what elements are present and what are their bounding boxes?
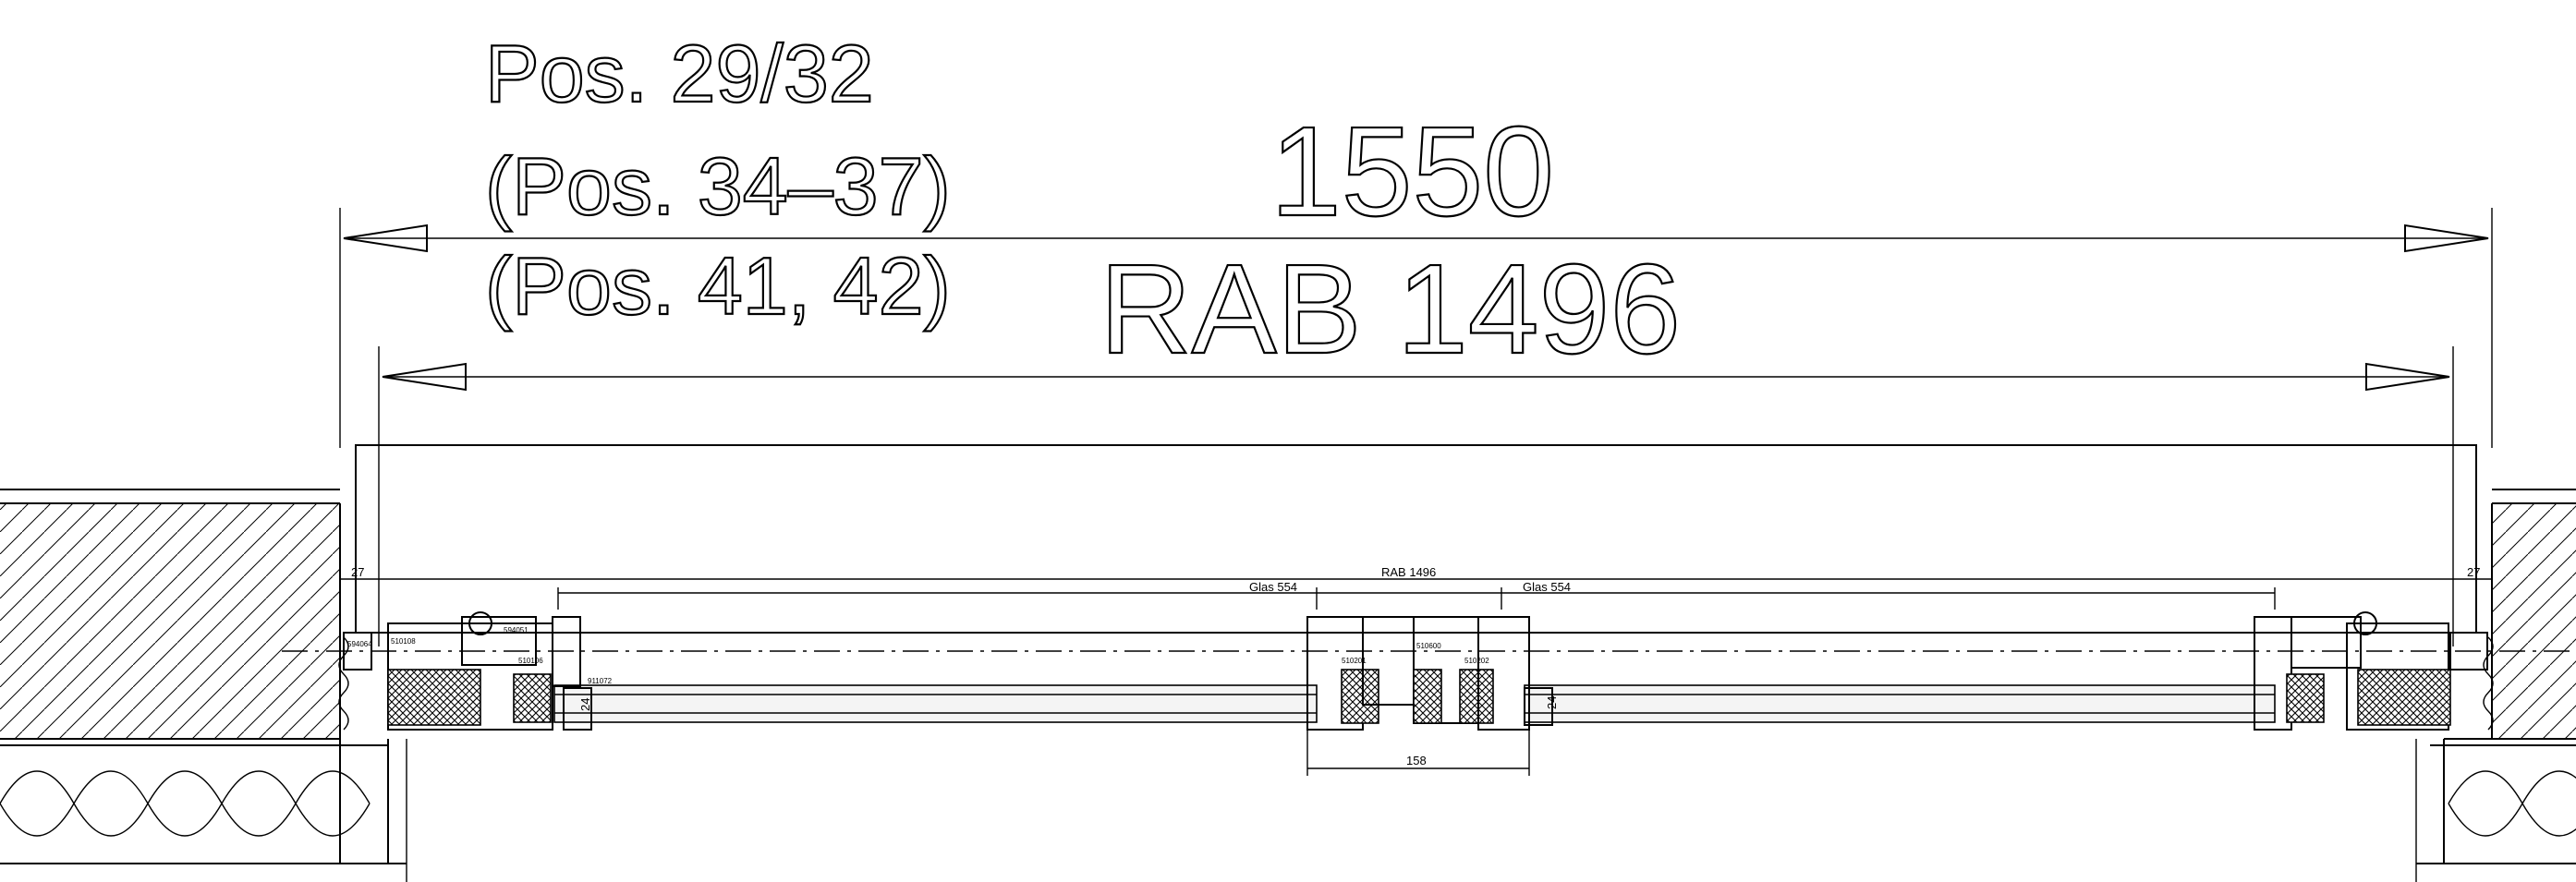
right-frame-profile — [2254, 611, 2488, 731]
dimension-rough-opening: RAB 1496 — [378, 237, 2454, 646]
glass-thickness-left: 24 — [578, 698, 592, 711]
glass-right-text: Glas 554 — [1523, 580, 1571, 594]
position-label-1: Pos. 29/32 — [485, 28, 874, 119]
dimension-rough-opening-text: RAB 1496 — [1100, 238, 1681, 381]
profile-code-center-b: 510600 — [1416, 642, 1441, 650]
dimension-overall-text: 1550 — [1270, 101, 1554, 243]
profile-code-center-a: 510201 — [1342, 657, 1367, 665]
gap-left-text: 27 — [351, 565, 364, 579]
profile-code-left-c: 594051 — [504, 626, 529, 634]
profile-code-left-d: 510106 — [518, 657, 543, 665]
profile-code-left-e: 911072 — [588, 677, 613, 685]
dimension-row-small: 27 27 RAB 1496 Glas 554 Glas 554 — [340, 565, 2492, 610]
position-label-2: (Pos. 34–37) — [485, 140, 951, 232]
glass-thickness-right: 24 — [1545, 696, 1559, 709]
left-wall — [0, 489, 407, 882]
left-frame-profile: 594064 510108 594051 510106 911072 24 — [343, 611, 613, 731]
glass-pane-right — [1524, 684, 2276, 723]
center-width-text: 158 — [1406, 754, 1427, 767]
center-meeting-profile: 510201 510600 510202 24 158 — [1306, 616, 1559, 776]
dimension-overall: 1550 — [339, 100, 2493, 448]
profile-code-left-a: 594064 — [347, 640, 372, 648]
position-label-3: (Pos. 41, 42) — [485, 240, 951, 332]
profile-code-left-b: 510108 — [391, 637, 416, 646]
profile-code-center-c: 510202 — [1464, 657, 1489, 665]
rab-small-text: RAB 1496 — [1381, 565, 1436, 579]
glass-pane-left — [553, 684, 1318, 723]
head-frame-outline — [355, 444, 2477, 634]
gap-right-text: 27 — [2467, 565, 2480, 579]
glass-left-text: Glas 554 — [1249, 580, 1297, 594]
right-wall — [2415, 489, 2576, 882]
